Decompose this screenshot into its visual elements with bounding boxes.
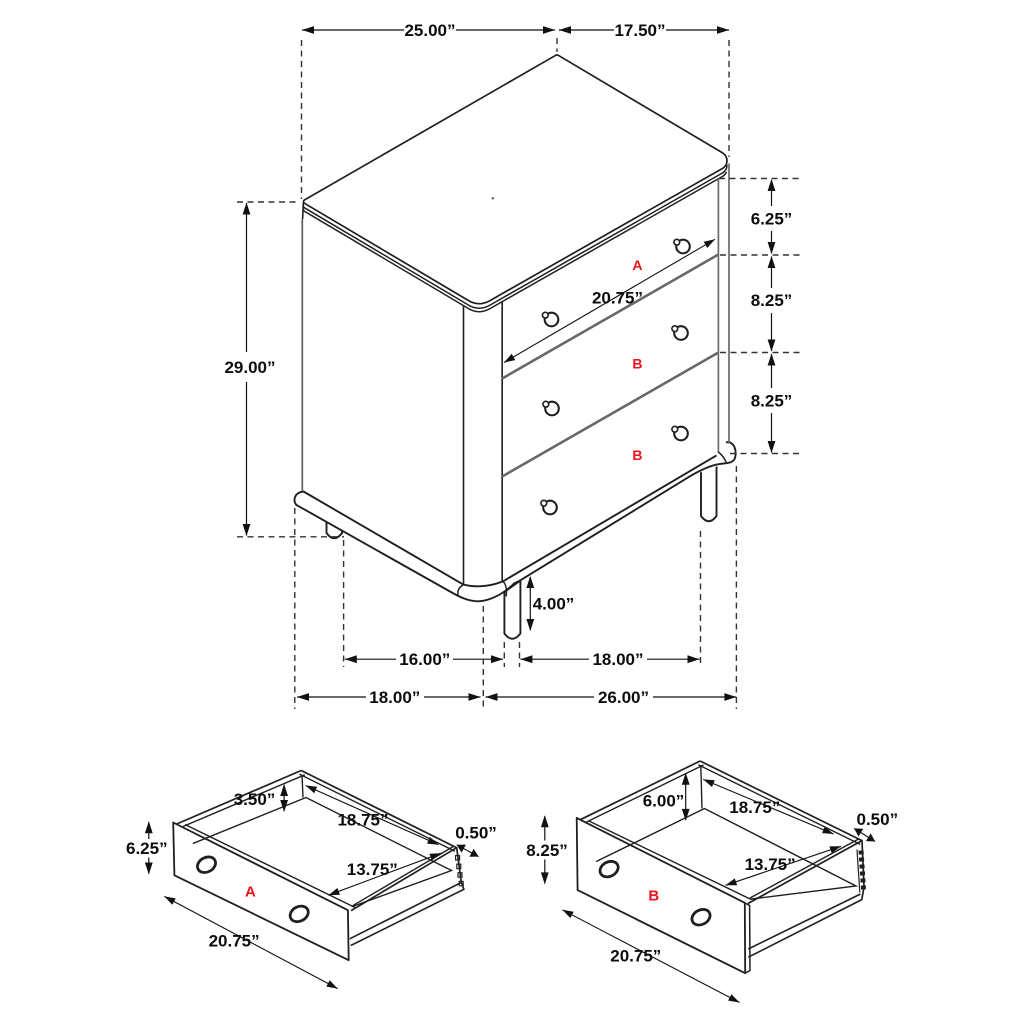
svg-text:0.50”: 0.50” <box>857 810 899 829</box>
svg-text:26.00”: 26.00” <box>598 688 649 707</box>
svg-text:20.75”: 20.75” <box>610 946 661 965</box>
svg-text:25.00”: 25.00” <box>404 21 455 40</box>
svg-text:20.75”: 20.75” <box>209 932 260 951</box>
svg-text:6.00”: 6.00” <box>643 791 685 810</box>
svg-text:18.00”: 18.00” <box>592 650 643 669</box>
svg-text:18.75”: 18.75” <box>337 811 388 830</box>
svg-text:8.25”: 8.25” <box>751 291 793 310</box>
svg-text:4.00”: 4.00” <box>533 595 575 614</box>
svg-text:8.25”: 8.25” <box>751 391 793 410</box>
svg-text:B: B <box>648 887 659 904</box>
svg-text:A: A <box>632 257 642 273</box>
svg-text:18.00”: 18.00” <box>369 688 420 707</box>
svg-text:B: B <box>632 356 642 372</box>
svg-text:20.75”: 20.75” <box>592 288 643 307</box>
svg-text:18.75”: 18.75” <box>729 798 780 817</box>
svg-text:6.25”: 6.25” <box>751 209 793 228</box>
svg-text:8.25”: 8.25” <box>526 841 568 860</box>
svg-text:A: A <box>245 883 256 900</box>
svg-text:6.25”: 6.25” <box>126 839 168 858</box>
svg-text:17.50”: 17.50” <box>614 21 665 40</box>
svg-text:13.75”: 13.75” <box>745 855 796 874</box>
svg-text:13.75”: 13.75” <box>347 860 398 879</box>
svg-text:16.00”: 16.00” <box>399 650 450 669</box>
svg-text:3.50”: 3.50” <box>234 790 276 809</box>
svg-text:0.50”: 0.50” <box>455 824 497 843</box>
svg-text:29.00”: 29.00” <box>224 358 275 377</box>
svg-text:B: B <box>632 447 642 463</box>
